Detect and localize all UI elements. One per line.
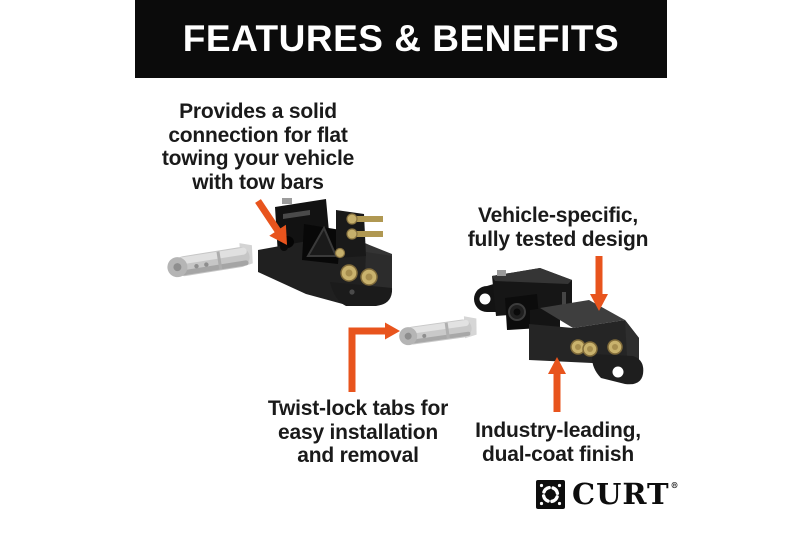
- curt-wordmark: CURT®: [572, 480, 679, 509]
- curt-wordmark-text: CURT: [572, 477, 670, 511]
- callout-flat-towing: Provides a solid connection for flat tow…: [161, 100, 355, 194]
- curt-knot-icon: [536, 480, 565, 509]
- mounting-bracket-right-image: [474, 268, 644, 385]
- banner-title: FEATURES & BENEFITS: [182, 18, 620, 59]
- registered-mark: ®: [670, 480, 680, 490]
- elbow-right-arrow-icon: [348, 322, 400, 392]
- callout-vehicle-specific: Vehicle-specific, fully tested design: [467, 204, 649, 251]
- features-banner: FEATURES & BENEFITS: [135, 0, 667, 78]
- callout-dual-coat: Industry-leading, dual-coat finish: [475, 419, 641, 466]
- twist-lock-pin-right-image: [399, 316, 477, 346]
- callout-twist-lock: Twist-lock tabs for easy installation an…: [267, 397, 449, 467]
- mounting-bracket-left-image: [258, 198, 393, 306]
- curt-logo: CURT®: [536, 480, 679, 509]
- twist-lock-pin-left-image: [167, 243, 253, 278]
